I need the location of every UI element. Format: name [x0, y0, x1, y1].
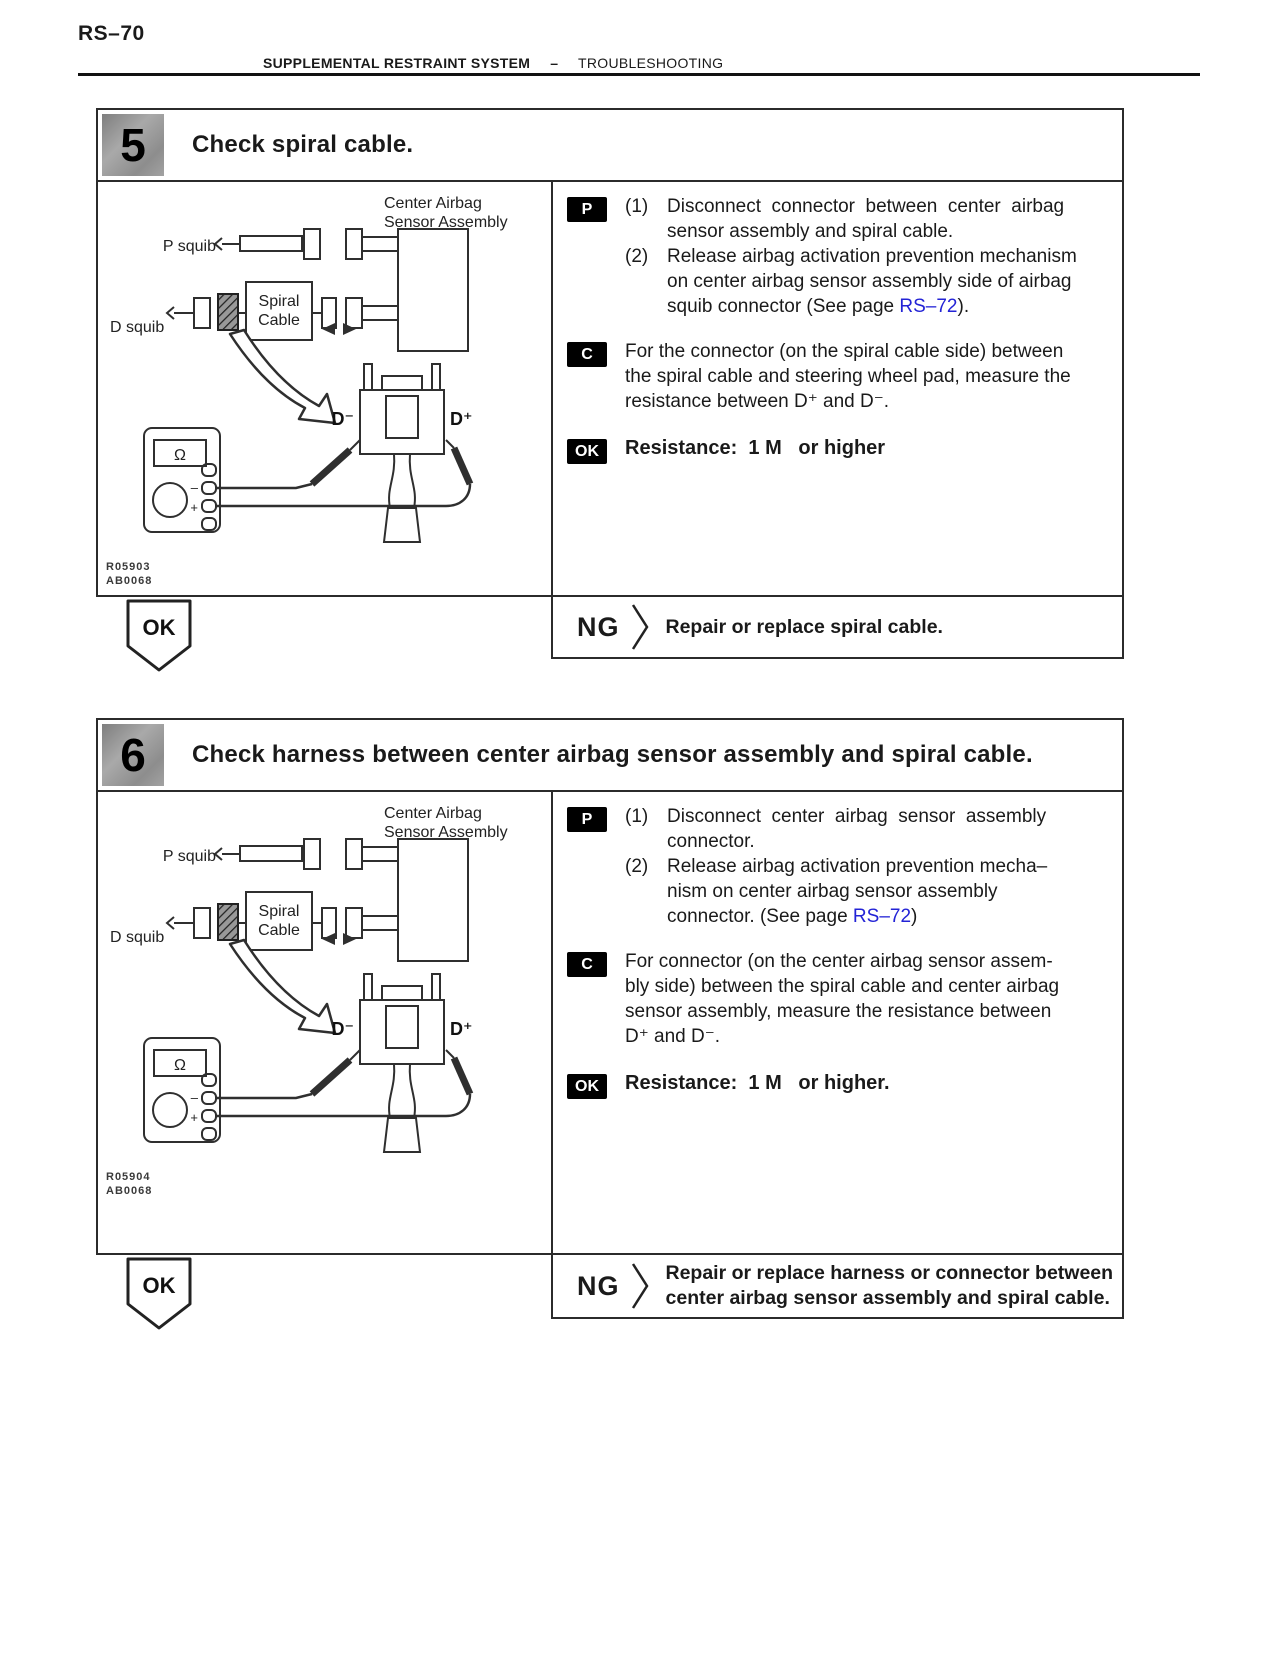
instruction-cell: P (1) Disconnect center airbag sensor as… — [553, 792, 1122, 1253]
item-number: (1) — [625, 806, 649, 827]
ok-flow-label: OK — [143, 615, 176, 640]
d-plus-label: D⁺ — [450, 409, 473, 429]
item-text: Disconnect connector between center airb… — [667, 196, 1065, 242]
ng-action-text: Repair or replace spiral cable. — [665, 615, 943, 638]
page-number: RS–70 — [78, 22, 145, 45]
list-item: (2) Release airbag activation prevention… — [625, 244, 1112, 319]
step-6-body: Center Airbag Sensor Assembly P squib D … — [98, 792, 1122, 1253]
spiral-cable-label: Spiral — [259, 903, 300, 920]
ok-flow-arrow: OK — [126, 599, 192, 673]
spiral-cable-label: Cable — [258, 312, 300, 329]
ok-spec-section: OK Resistance: 1 M or higher — [567, 436, 1112, 464]
ng-result-row: NG Repair or replace harness or connecto… — [551, 1255, 1124, 1319]
d-squib-label: D squib — [110, 929, 164, 946]
spiral-cable-label: Spiral — [259, 293, 300, 310]
step-6-header: 6 Check harness between center airbag se… — [98, 720, 1122, 792]
d-plus-label: D⁺ — [450, 1019, 473, 1039]
preparation-section: P (1) Disconnect connector between cente… — [567, 194, 1112, 319]
meter-plus-mark: + — [190, 1110, 198, 1125]
subsection-title: TROUBLESHOOTING — [578, 55, 724, 71]
list-item: (2) Release airbag activation prevention… — [625, 854, 1112, 929]
step-6-frame: 6 Check harness between center airbag se… — [96, 718, 1124, 1255]
item-number: (2) — [625, 856, 649, 877]
ng-result-row: NG Repair or replace spiral cable. — [551, 597, 1124, 659]
check-text: For connector (on the center airbag sens… — [625, 951, 1060, 1047]
item-number: (2) — [625, 246, 649, 267]
section-title: SUPPLEMENTAL RESTRAINT SYSTEM — [263, 55, 531, 71]
page-link-rs72[interactable]: RS–72 — [899, 296, 958, 317]
item-text: Release airbag activation prevention mec… — [667, 856, 1048, 927]
ok-spec-section: OK Resistance: 1 M or higher. — [567, 1071, 1112, 1099]
step-5-body: Center Airbag Sensor Assembly P squib D … — [98, 182, 1122, 595]
step-number-tile: 5 — [102, 114, 164, 176]
ng-chevron-icon — [631, 604, 648, 650]
page-link-rs72[interactable]: RS–72 — [852, 906, 912, 927]
ng-action-text: Repair or replace harness or connector b… — [665, 1262, 1114, 1309]
spiral-cable-label: Cable — [258, 922, 300, 939]
sensor-assembly-label: Center Airbag — [384, 195, 482, 212]
sensor-assembly-label: Sensor Assembly — [384, 824, 508, 841]
preparation-badge: P — [567, 807, 607, 832]
step-number-tile: 6 — [102, 724, 164, 786]
figure-code: R05903 — [106, 561, 151, 573]
multimeter — [143, 427, 221, 533]
step-5-frame: 5 Check spiral cable. — [96, 108, 1124, 597]
item-text: Disconnect center airbag sensor assembly… — [667, 806, 1047, 852]
figure-cell: Center Airbag Sensor Assembly P squib D … — [98, 792, 553, 1253]
header-rule — [78, 73, 1200, 76]
p-squib-label: P squib — [163, 238, 216, 255]
item-text: Release airbag activation prevention mec… — [667, 246, 1077, 317]
harness-check-diagram: Center Airbag Sensor Assembly P squib D … — [106, 805, 508, 1197]
ohm-symbol: Ω — [174, 1057, 186, 1074]
page-header: SUPPLEMENTAL RESTRAINT SYSTEM – TROUBLESHO… — [263, 55, 723, 71]
ok-flow-arrow: OK — [126, 1257, 192, 1331]
step-title: Check spiral cable. — [192, 131, 414, 158]
figure-code: AB0068 — [106, 575, 152, 587]
meter-minus-mark: – — [191, 1090, 199, 1105]
header-dash: – — [550, 55, 558, 71]
multimeter — [143, 1037, 221, 1143]
list-item: (1) Disconnect center airbag sensor asse… — [625, 804, 1112, 854]
check-section: C For connector (on the center airbag se… — [567, 949, 1112, 1049]
figure-code: R05904 — [106, 1171, 151, 1183]
sensor-assembly-label: Sensor Assembly — [384, 214, 508, 231]
d-minus-label: D⁻ — [332, 1019, 355, 1039]
sensor-assembly-label: Center Airbag — [384, 805, 482, 822]
check-badge: C — [567, 342, 607, 367]
check-text: For the connector (on the spiral cable s… — [625, 341, 1071, 412]
p-squib-label: P squib — [163, 848, 216, 865]
ohm-symbol: Ω — [174, 447, 186, 464]
ok-flow-label: OK — [143, 1273, 176, 1298]
step-5-header: 5 Check spiral cable. — [98, 110, 1122, 182]
d-minus-label: D⁻ — [332, 409, 355, 429]
d-squib-label: D squib — [110, 319, 164, 336]
instruction-cell: P (1) Disconnect connector between cente… — [553, 182, 1122, 595]
ok-spec-text: Resistance: 1 M or higher — [625, 437, 886, 459]
ok-badge: OK — [567, 1074, 607, 1099]
ng-label: NG — [577, 1270, 620, 1301]
step-title: Check harness between center airbag sens… — [192, 741, 1033, 768]
figure-code: AB0068 — [106, 1185, 152, 1197]
step-6-box: 6 Check harness between center airbag se… — [96, 718, 1124, 1319]
ng-chevron-icon — [631, 1263, 648, 1309]
preparation-badge: P — [567, 197, 607, 222]
list-item: (1) Disconnect connector between center … — [625, 194, 1112, 244]
ok-badge: OK — [567, 439, 607, 464]
check-section: C For the connector (on the spiral cable… — [567, 339, 1112, 414]
meter-minus-mark: – — [191, 480, 199, 495]
step-5-box: 5 Check spiral cable. — [96, 108, 1124, 659]
meter-plus-mark: + — [190, 500, 198, 515]
check-badge: C — [567, 952, 607, 977]
ok-spec-text: Resistance: 1 M or higher. — [625, 1072, 890, 1094]
item-number: (1) — [625, 196, 649, 217]
preparation-section: P (1) Disconnect center airbag sensor as… — [567, 804, 1112, 929]
ng-label: NG — [577, 611, 620, 642]
figure-cell: Center Airbag Sensor Assembly P squib D … — [98, 182, 553, 595]
spiral-cable-diagram: Center Airbag Sensor Assembly P squib D … — [106, 195, 508, 587]
